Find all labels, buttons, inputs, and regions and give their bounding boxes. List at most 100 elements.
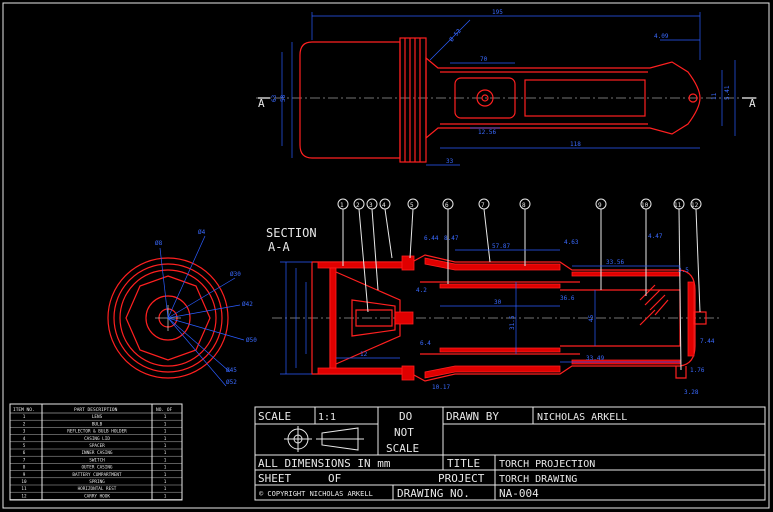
all-dimensions: ALL DIMENSIONS IN mm bbox=[258, 457, 391, 470]
svg-text:4.63: 4.63 bbox=[564, 239, 579, 246]
svg-text:2: 2 bbox=[356, 202, 360, 209]
section-title-1: SECTION bbox=[266, 226, 317, 240]
svg-text:30: 30 bbox=[494, 299, 502, 306]
svg-text:PART DESCRIPTION: PART DESCRIPTION bbox=[74, 407, 118, 413]
title-value: TORCH PROJECTION bbox=[499, 459, 595, 470]
svg-text:33.56: 33.56 bbox=[606, 259, 624, 266]
svg-text:6.44: 6.44 bbox=[424, 235, 439, 242]
svg-text:33.49: 33.49 bbox=[586, 355, 604, 362]
parts-cell: 5 bbox=[23, 443, 26, 449]
drawing-no-label: DRAWING NO. bbox=[397, 487, 470, 500]
svg-text:12: 12 bbox=[360, 351, 368, 358]
section-marker-right: A bbox=[749, 97, 756, 110]
drawn-by-label: DRAWN BY bbox=[446, 410, 499, 423]
parts-cell: REFLECTOR & BULB HOLDER bbox=[67, 429, 127, 435]
svg-text:9: 9 bbox=[598, 202, 602, 209]
parts-cell: 1 bbox=[164, 421, 167, 427]
svg-text:10: 10 bbox=[641, 202, 649, 209]
parts-cell: SPACER bbox=[89, 443, 105, 449]
svg-text:57.87: 57.87 bbox=[492, 243, 510, 250]
parts-cell: HORIZONTAL REST bbox=[78, 486, 117, 492]
svg-text:3.28: 3.28 bbox=[684, 389, 699, 396]
svg-text:6: 6 bbox=[445, 202, 449, 209]
parts-cell: SWITCH bbox=[89, 457, 105, 463]
svg-text:4.2: 4.2 bbox=[416, 287, 427, 294]
svg-text:6.4: 6.4 bbox=[420, 340, 431, 347]
svg-text:11: 11 bbox=[711, 92, 718, 100]
parts-cell: 1 bbox=[164, 436, 167, 442]
title-block: SCALE 1:1 DO NOT SCALE DRAWN BY NICHOLAS… bbox=[254, 406, 766, 501]
svg-text:Ø52: Ø52 bbox=[226, 379, 237, 386]
parts-cell: 1 bbox=[164, 486, 167, 492]
parts-cell: BULB bbox=[92, 421, 103, 427]
parts-cell: 1 bbox=[164, 479, 167, 485]
svg-text:58: 58 bbox=[280, 94, 287, 102]
svg-text:7.44: 7.44 bbox=[700, 338, 715, 345]
do-not-scale-1: DO bbox=[399, 410, 412, 423]
svg-text:7: 7 bbox=[481, 202, 485, 209]
parts-cell: 12 bbox=[21, 493, 27, 499]
parts-cell: 1 bbox=[23, 414, 26, 420]
scale-value: 1:1 bbox=[318, 412, 336, 423]
svg-text:12: 12 bbox=[691, 202, 699, 209]
parts-cell: 1 bbox=[164, 472, 167, 478]
svg-text:8.47: 8.47 bbox=[444, 235, 459, 242]
svg-text:Ø50: Ø50 bbox=[246, 337, 257, 344]
svg-text:NO. OF: NO. OF bbox=[156, 407, 173, 413]
title-label: TITLE bbox=[447, 457, 480, 470]
parts-cell: 1 bbox=[164, 457, 167, 463]
svg-text:Ø42: Ø42 bbox=[242, 301, 253, 308]
parts-cell: CASING LID bbox=[84, 436, 110, 442]
svg-text:31.5: 31.5 bbox=[509, 315, 516, 330]
svg-text:ITEM NO.: ITEM NO. bbox=[13, 407, 35, 413]
project-value: TORCH DRAWING bbox=[499, 474, 577, 485]
svg-text:1: 1 bbox=[340, 202, 344, 209]
top-view: A A 195 4.09 70 118 33 58 bbox=[256, 9, 760, 166]
svg-text:11: 11 bbox=[674, 202, 682, 209]
section-marker-left: A bbox=[258, 97, 265, 110]
balloons: 1 2 3 4 5 6 7 8 9 10 11 12 bbox=[337, 198, 702, 371]
svg-text:195: 195 bbox=[492, 9, 503, 16]
section-title-2: A-A bbox=[268, 240, 290, 254]
parts-cell: 11 bbox=[21, 486, 27, 492]
svg-text:4.09: 4.09 bbox=[654, 33, 669, 40]
svg-text:12.56: 12.56 bbox=[478, 129, 496, 136]
do-not-scale-2: NOT bbox=[394, 426, 414, 439]
svg-text:70: 70 bbox=[480, 56, 488, 63]
section-view: SECTION A-A 1 bbox=[266, 198, 722, 396]
copyright: © COPYRIGHT NICHOLAS ARKELL bbox=[259, 490, 373, 498]
svg-text:Ø4: Ø4 bbox=[198, 229, 206, 236]
scale-label: SCALE bbox=[258, 410, 291, 423]
parts-cell: 1 bbox=[164, 443, 167, 449]
parts-cell: CARRY HOOK bbox=[84, 493, 110, 499]
sheet-of: OF bbox=[328, 472, 341, 485]
svg-text:4: 4 bbox=[382, 202, 386, 209]
svg-text:Ø30: Ø30 bbox=[230, 271, 241, 278]
parts-cell: 1 bbox=[164, 465, 167, 471]
sheet-label: SHEET bbox=[258, 472, 291, 485]
parts-cell: LENS bbox=[92, 414, 103, 420]
svg-text:63: 63 bbox=[271, 94, 278, 102]
svg-text:Ø45: Ø45 bbox=[226, 367, 237, 374]
svg-text:Ø8: Ø8 bbox=[155, 240, 163, 247]
section-dimensions: 6.44 8.47 57.87 4.63 4.47 3.5 33.56 36.6… bbox=[280, 233, 715, 396]
parts-cell: 1 bbox=[164, 493, 167, 499]
svg-text:1.76: 1.76 bbox=[690, 367, 705, 374]
parts-cell: 1 bbox=[164, 429, 167, 435]
parts-cell: 4 bbox=[23, 436, 26, 442]
parts-cell: 6 bbox=[23, 450, 26, 456]
svg-text:3.5: 3.5 bbox=[678, 267, 689, 274]
drawing-no-value: NA-004 bbox=[499, 487, 539, 500]
parts-cell: SPRING bbox=[89, 479, 105, 485]
svg-text:3: 3 bbox=[369, 202, 373, 209]
parts-cell: 1 bbox=[164, 414, 167, 420]
svg-text:33: 33 bbox=[446, 158, 454, 165]
parts-cell: 8 bbox=[23, 465, 26, 471]
parts-cell: 2 bbox=[23, 421, 26, 427]
drawn-by-value: NICHOLAS ARKELL bbox=[537, 412, 627, 423]
svg-text:5.41: 5.41 bbox=[724, 85, 731, 100]
svg-text:10.17: 10.17 bbox=[432, 384, 450, 391]
